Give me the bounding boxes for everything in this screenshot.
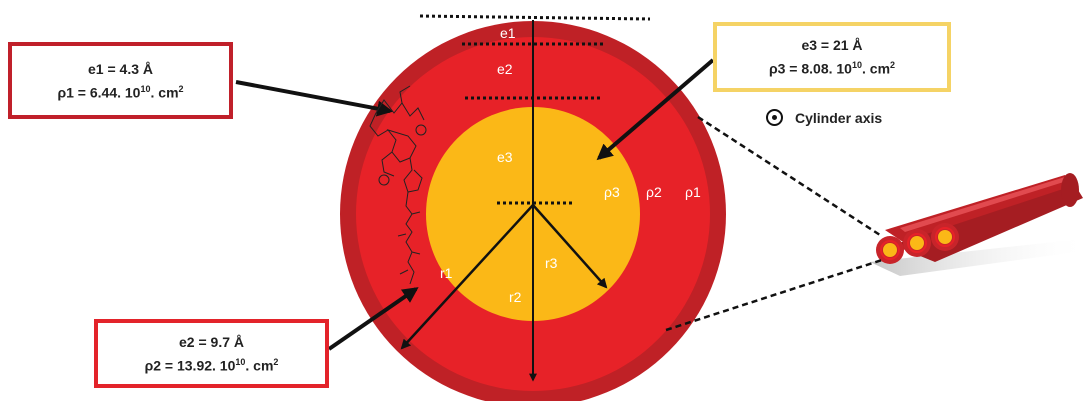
- layer-e1-callout: e1 = 4.3 Å ρ1 = 6.44. 1010. cm2: [8, 42, 233, 119]
- e3-density: ρ3 = 8.08. 1010. cm2: [768, 60, 896, 77]
- e3-pointer-arrow: [596, 58, 715, 161]
- dot-in-circle-icon: [766, 109, 783, 126]
- label-e2: e2: [497, 61, 513, 77]
- layer-e2-callout: e2 = 9.7 Å ρ2 = 13.92. 1010. cm2: [94, 319, 329, 388]
- label-e3: e3: [497, 149, 513, 165]
- surface-dotted-line: [419, 14, 651, 21]
- r1-arrow: [400, 204, 534, 350]
- e1-density: ρ1 = 6.44. 1010. cm2: [57, 83, 184, 101]
- label-e1: e1: [500, 25, 516, 41]
- cylinder-axis-legend: Cylinder axis: [766, 109, 882, 126]
- e1-thickness: e1 = 4.3 Å: [88, 60, 153, 77]
- label-r1: r1: [440, 265, 453, 281]
- molecule-structure-icon: [369, 85, 427, 285]
- e1-pointer-arrow: [235, 80, 394, 117]
- label-rho3: ρ3: [604, 184, 620, 200]
- r3-arrow: [532, 204, 608, 289]
- label-r3: r3: [545, 255, 558, 271]
- layer-e3-callout: e3 = 21 Å ρ3 = 8.08. 1010. cm2: [713, 22, 951, 92]
- e2-density: ρ2 = 13.92. 1010. cm2: [144, 356, 279, 374]
- e2-thickness: e2 = 9.7 Å: [179, 333, 244, 350]
- label-rho2: ρ2: [646, 184, 662, 200]
- zoom-line-bottom: [665, 258, 883, 332]
- e3-thickness: e3 = 21 Å: [801, 37, 863, 54]
- cylinder-bundle-icon: [870, 173, 1091, 276]
- label-rho1: ρ1: [685, 184, 701, 200]
- e2-pointer-arrow: [327, 287, 419, 351]
- cylinder-axis-label: Cylinder axis: [795, 109, 883, 126]
- zoom-line-top: [697, 115, 881, 237]
- label-r2: r2: [509, 289, 522, 305]
